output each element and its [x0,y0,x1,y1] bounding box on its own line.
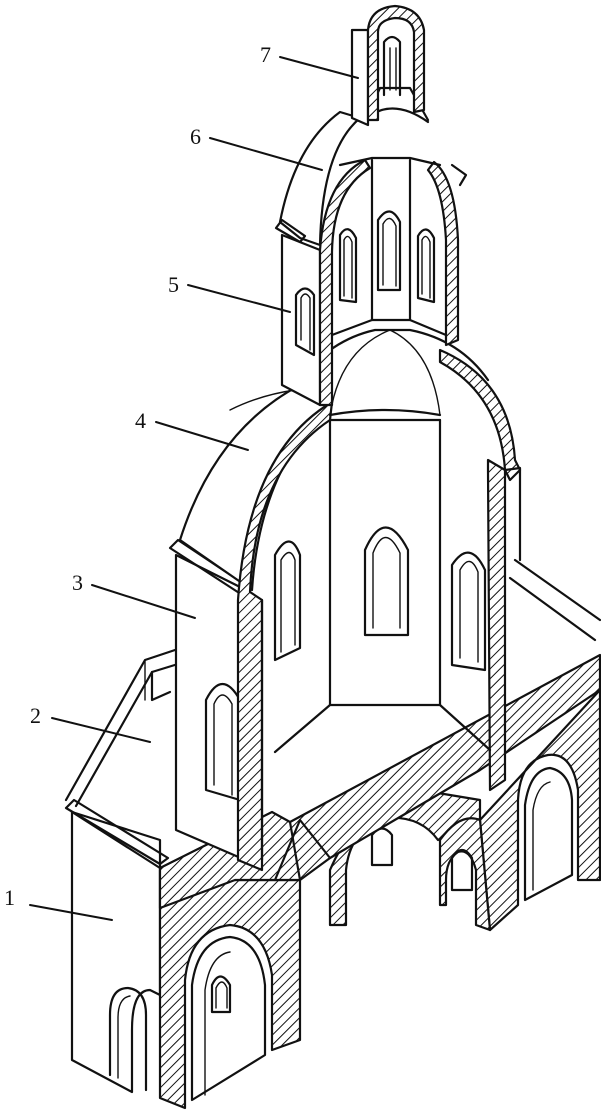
label-4: 4 [135,408,146,433]
leader-2 [51,717,151,743]
base-arcade [64,798,302,1110]
label-5: 5 [168,272,179,297]
window-right [450,551,487,672]
leader-lines [29,56,359,921]
leader-7 [279,56,359,79]
leader-4 [155,421,249,451]
lantern-drum [280,156,468,407]
leader-1 [29,904,113,921]
label-2: 2 [30,703,41,728]
leader-5 [187,284,291,313]
main-dome [178,383,332,592]
label-6: 6 [190,124,201,149]
spire-top [350,4,426,127]
label-7: 7 [260,42,271,67]
leader-6 [209,137,323,171]
leader-3 [91,584,196,619]
main-drum-interior [260,328,492,862]
label-3: 3 [72,570,83,595]
window-center [363,526,410,637]
label-1: 1 [4,885,15,910]
labels: 1 2 3 4 5 6 7 [4,42,271,910]
window-left [273,540,302,662]
side-gallery [64,648,180,808]
